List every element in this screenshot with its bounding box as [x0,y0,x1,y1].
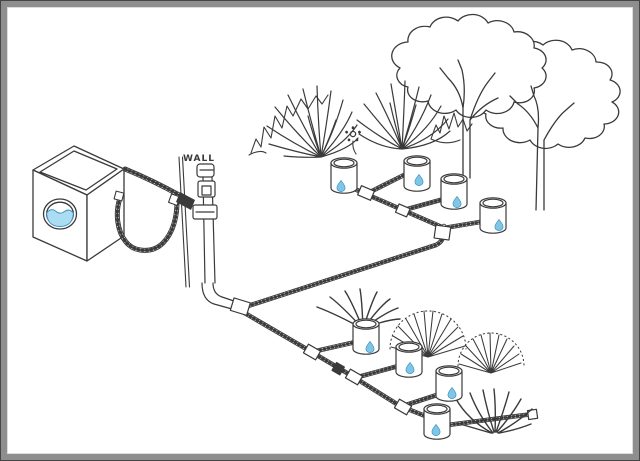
tee-2 [394,203,411,218]
coupler [331,361,345,376]
tree-trunks [439,59,575,211]
tree-left-canopy [391,13,547,118]
line-art: WALL [32,13,621,440]
tee-7 [393,398,413,416]
washing-machine [32,145,125,262]
tee-1 [357,185,375,201]
tee-6 [344,368,364,386]
shrub-right [430,112,473,144]
agave-left [266,85,359,158]
shrub-left [248,94,329,156]
basin-6 [395,341,423,378]
basin-2 [403,155,431,192]
hose-end-fitting [113,190,125,202]
palm [316,288,401,330]
door-water [46,209,74,227]
wall [178,156,191,288]
basin-8 [423,403,451,440]
tee-fittings [229,185,539,421]
wall-label: WALL [183,154,215,164]
flower [345,126,361,155]
drain-hose [113,169,195,250]
tee-5 [302,343,322,361]
mulch-basins [330,155,507,440]
hose-clamp [176,192,195,210]
grass-tuft [455,388,533,434]
pipe-elbow [201,282,235,310]
main-junction [229,297,251,316]
machine-door [42,198,78,230]
tree-left [391,13,547,118]
valve-handle [201,185,212,196]
fan-plant-right [457,332,525,374]
agave-right [356,80,451,150]
elbow-fitting [433,224,452,241]
greywater-illustration: WALL [32,13,621,440]
standpipe-valve [192,163,235,310]
